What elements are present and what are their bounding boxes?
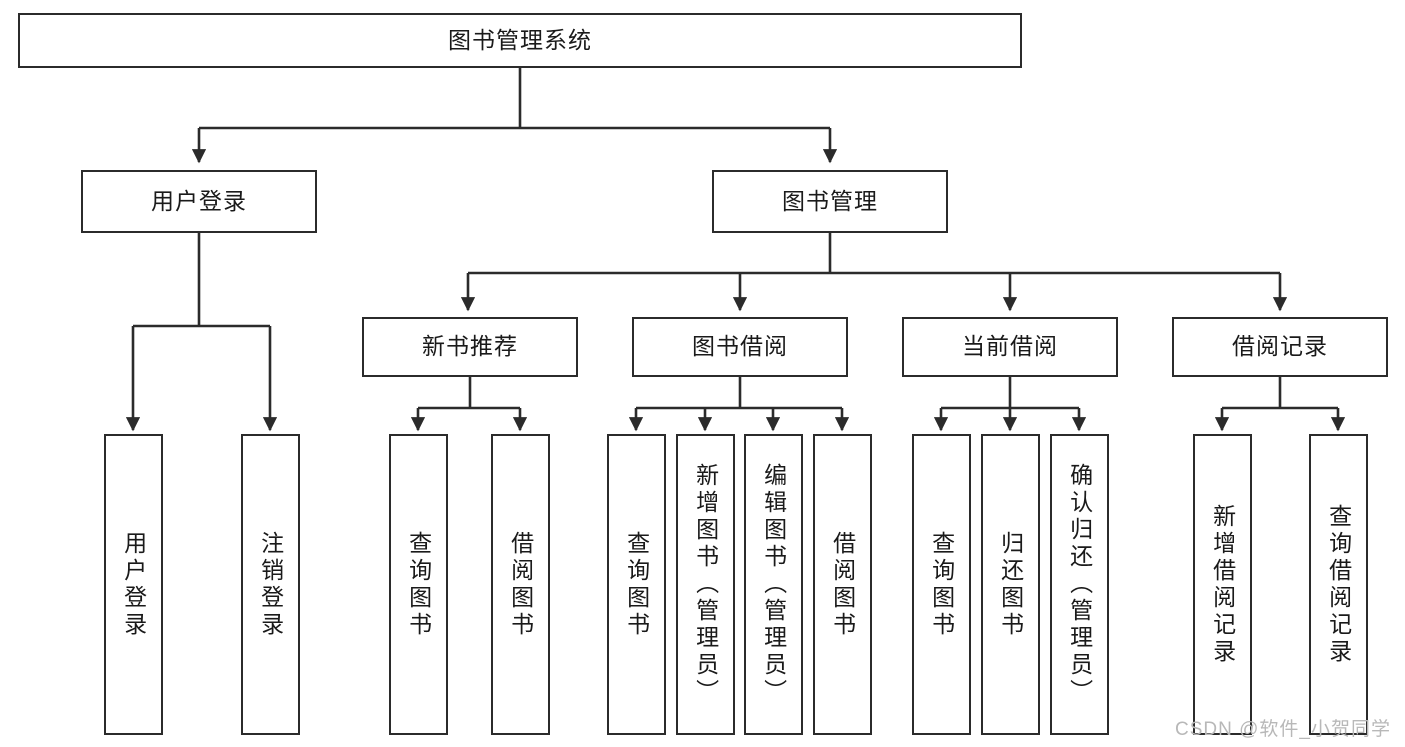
node-book-borrow[interactable]: 图书借阅 <box>632 317 848 377</box>
node-label: 图书管理 <box>782 187 878 214</box>
leaf-add-borrow-record[interactable]: 新增借阅记录 <box>1193 434 1252 735</box>
leaf-query-book-current[interactable]: 查询图书 <box>912 434 971 735</box>
node-root-system[interactable]: 图书管理系统 <box>18 13 1022 68</box>
leaf-label: 查询图书 <box>623 530 650 639</box>
leaf-label: 编辑图书（管理员） <box>760 463 787 706</box>
node-label: 当前借阅 <box>962 333 1058 360</box>
node-label: 用户登录 <box>151 187 247 214</box>
leaf-query-borrow-record[interactable]: 查询借阅记录 <box>1309 434 1368 735</box>
leaf-label: 注销登录 <box>257 530 284 639</box>
leaf-user-logout[interactable]: 注销登录 <box>241 434 300 735</box>
leaf-query-book-borrow[interactable]: 查询图书 <box>607 434 666 735</box>
leaf-label: 查询图书 <box>405 530 432 639</box>
leaf-label: 借阅图书 <box>829 530 856 639</box>
leaf-query-book-recommend[interactable]: 查询图书 <box>389 434 448 735</box>
csdn-watermark: CSDN @软件_小贺同学 <box>1175 719 1391 740</box>
node-label: 图书借阅 <box>692 333 788 360</box>
node-label: 图书管理系统 <box>448 26 592 53</box>
leaf-add-book-admin[interactable]: 新增图书（管理员） <box>676 434 735 735</box>
node-book-management[interactable]: 图书管理 <box>712 170 948 233</box>
leaf-label: 归还图书 <box>997 530 1024 639</box>
leaf-confirm-return-admin[interactable]: 确认归还（管理员） <box>1050 434 1109 735</box>
node-label: 新书推荐 <box>422 333 518 360</box>
leaf-label: 新增借阅记录 <box>1209 503 1236 666</box>
node-user-login[interactable]: 用户登录 <box>81 170 317 233</box>
leaf-borrow-book[interactable]: 借阅图书 <box>813 434 872 735</box>
node-new-book-recommend[interactable]: 新书推荐 <box>362 317 578 377</box>
node-label: 借阅记录 <box>1232 333 1328 360</box>
leaf-label: 查询图书 <box>928 530 955 639</box>
node-borrow-record[interactable]: 借阅记录 <box>1172 317 1388 377</box>
leaf-label: 用户登录 <box>120 530 147 639</box>
leaf-edit-book-admin[interactable]: 编辑图书（管理员） <box>744 434 803 735</box>
leaf-label: 新增图书（管理员） <box>692 463 719 706</box>
leaf-label: 借阅图书 <box>507 530 534 639</box>
leaf-user-login[interactable]: 用户登录 <box>104 434 163 735</box>
leaf-return-book[interactable]: 归还图书 <box>981 434 1040 735</box>
node-current-borrow[interactable]: 当前借阅 <box>902 317 1118 377</box>
leaf-label: 查询借阅记录 <box>1325 503 1352 666</box>
leaf-label: 确认归还（管理员） <box>1066 463 1093 706</box>
leaf-borrow-book-recommend[interactable]: 借阅图书 <box>491 434 550 735</box>
